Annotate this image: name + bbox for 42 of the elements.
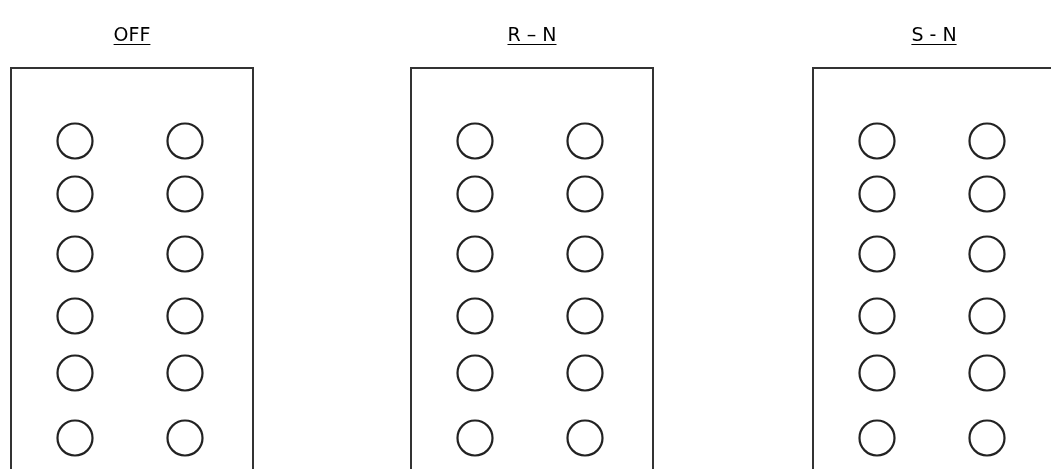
position-title: R – N <box>507 23 557 45</box>
contact-circle <box>858 175 896 213</box>
contact-circle <box>858 122 896 160</box>
position-title: OFF <box>113 23 151 45</box>
contact-circle <box>56 175 94 213</box>
position-title: S - N <box>911 23 957 45</box>
contact-circle <box>166 122 204 160</box>
contact-circle <box>566 175 604 213</box>
contact-circle <box>858 354 896 392</box>
contact-circle <box>566 419 604 457</box>
contact-circle <box>166 297 204 335</box>
contact-circle <box>166 419 204 457</box>
contact-circle <box>968 235 1006 273</box>
contact-circle <box>858 235 896 273</box>
contact-circle <box>456 175 494 213</box>
contact-circle <box>566 297 604 335</box>
contact-circle <box>56 419 94 457</box>
panel-outline <box>10 67 254 469</box>
contact-circle <box>56 297 94 335</box>
contact-circle <box>456 354 494 392</box>
contact-circle <box>456 297 494 335</box>
contact-circle <box>166 354 204 392</box>
contact-circle <box>56 235 94 273</box>
contact-circle <box>566 122 604 160</box>
contact-circle <box>968 122 1006 160</box>
contact-circle <box>566 235 604 273</box>
contact-circle <box>968 419 1006 457</box>
contact-circle <box>858 297 896 335</box>
contact-circle <box>566 354 604 392</box>
contact-circle <box>968 297 1006 335</box>
contact-circle <box>456 122 494 160</box>
contact-circle <box>456 419 494 457</box>
contact-circle <box>456 235 494 273</box>
contact-circle <box>166 235 204 273</box>
contact-circle <box>968 175 1006 213</box>
contact-circle <box>858 419 896 457</box>
contact-circle <box>968 354 1006 392</box>
contact-circle <box>56 122 94 160</box>
contact-circle <box>56 354 94 392</box>
contact-circle <box>166 175 204 213</box>
panel-outline <box>812 67 1051 469</box>
panel-outline <box>410 67 654 469</box>
